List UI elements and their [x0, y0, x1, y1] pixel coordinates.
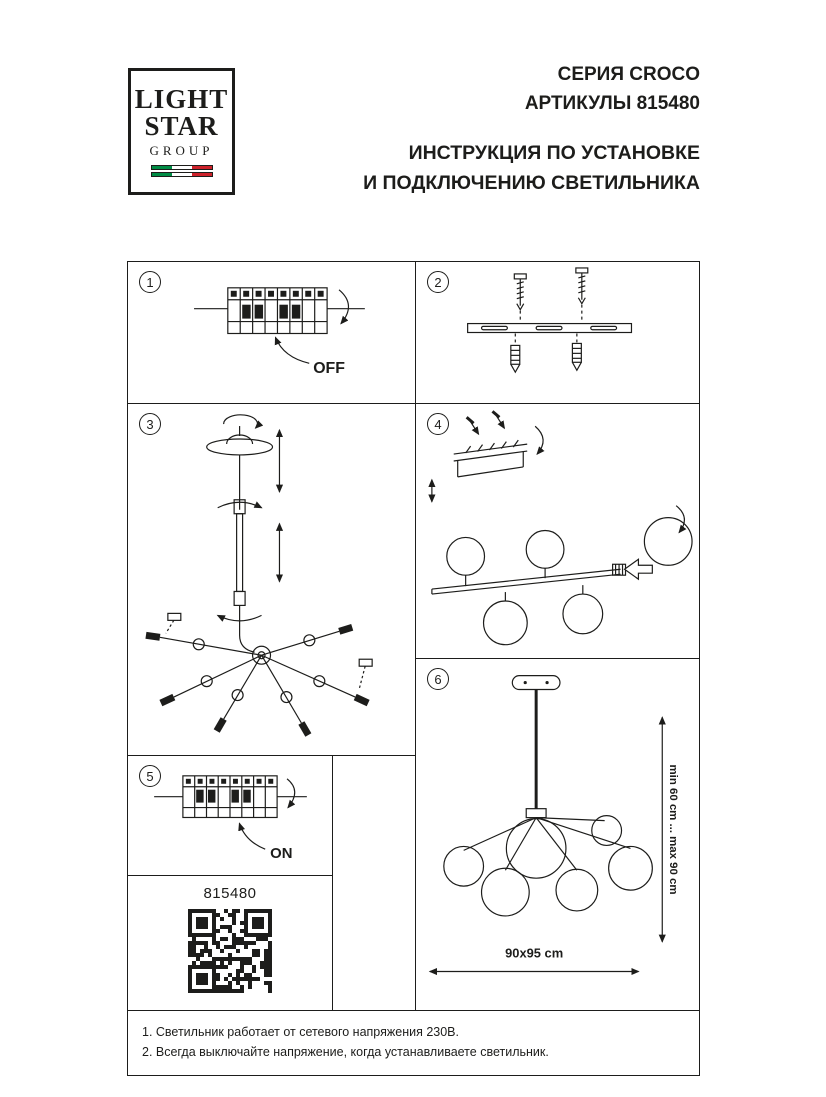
switch-on-label: ON [270, 846, 292, 862]
logo-word-light: LIGHT [134, 84, 229, 114]
lightstar-logo: LIGHT STAR GROUP [128, 68, 235, 195]
flag-red-segment [191, 166, 212, 169]
circuit-breaker-off-diagram: OFF [194, 287, 365, 377]
globe-installation-diagram [428, 410, 693, 646]
step-6-number: 6 [427, 668, 449, 690]
height-range-label: min 60 cm ... max 90 cm [667, 765, 679, 895]
rod-and-frame-assembly-diagram [145, 414, 373, 737]
document-header: СЕРИЯ CROCO АРТИКУЛЫ 815480 ИНСТРУКЦИЯ П… [363, 60, 700, 198]
article-qr-panel: 815480 [127, 875, 333, 1011]
series-title: СЕРИЯ CROCO [557, 64, 700, 85]
instruction-title-line2: И ПОДКЛЮЧЕНИЮ СВЕТИЛЬНИКА [363, 172, 700, 194]
step-2-number: 2 [427, 271, 449, 293]
article-number: АРТИКУЛЫ 815480 [524, 93, 700, 114]
step-3-number: 3 [139, 413, 161, 435]
circuit-breaker-on-diagram: ON [154, 775, 307, 862]
flag-white-segment [171, 173, 192, 176]
article-code-label: 815480 [203, 885, 257, 902]
logo-word-star: STAR [144, 111, 219, 141]
footer-note-1: 1. Светильник работает от сетевого напря… [142, 1025, 459, 1039]
step-5-panel: 5 ON [127, 755, 333, 876]
step-4-number: 4 [427, 413, 449, 435]
flag-red-segment [191, 173, 212, 176]
footer-notes: 1. Светильник работает от сетевого напря… [127, 1010, 700, 1076]
step-1-panel: 1 OFF [127, 261, 416, 404]
step-6-panel: 6 min [415, 658, 700, 1011]
mounting-bracket-diagram [467, 267, 633, 374]
assembled-chandelier-dimensions-diagram: min 60 cm ... max 90 cm 90x95 cm [428, 675, 679, 976]
flag-green-segment [151, 173, 172, 176]
logo-word-group: GROUP [149, 143, 214, 158]
step-4-panel: 4 [415, 403, 700, 659]
step-5-number: 5 [139, 765, 161, 787]
instruction-title-line1: ИНСТРУКЦИЯ ПО УСТАНОВКЕ [408, 142, 700, 164]
step-2-panel: 2 [415, 261, 700, 404]
switch-off-label: OFF [313, 360, 345, 377]
step-3-panel: 3 [127, 403, 416, 756]
flag-green-segment [151, 166, 172, 169]
footer-note-2: 2. Всегда выключайте напряжение, когда у… [142, 1045, 549, 1059]
qr-code [188, 909, 272, 993]
width-dimension-label: 90x95 cm [505, 946, 563, 961]
step-1-number: 1 [139, 271, 161, 293]
flag-white-segment [171, 166, 192, 169]
flag-stripe [150, 172, 213, 177]
italian-flag-icon [150, 165, 213, 177]
flag-stripe [150, 165, 213, 170]
